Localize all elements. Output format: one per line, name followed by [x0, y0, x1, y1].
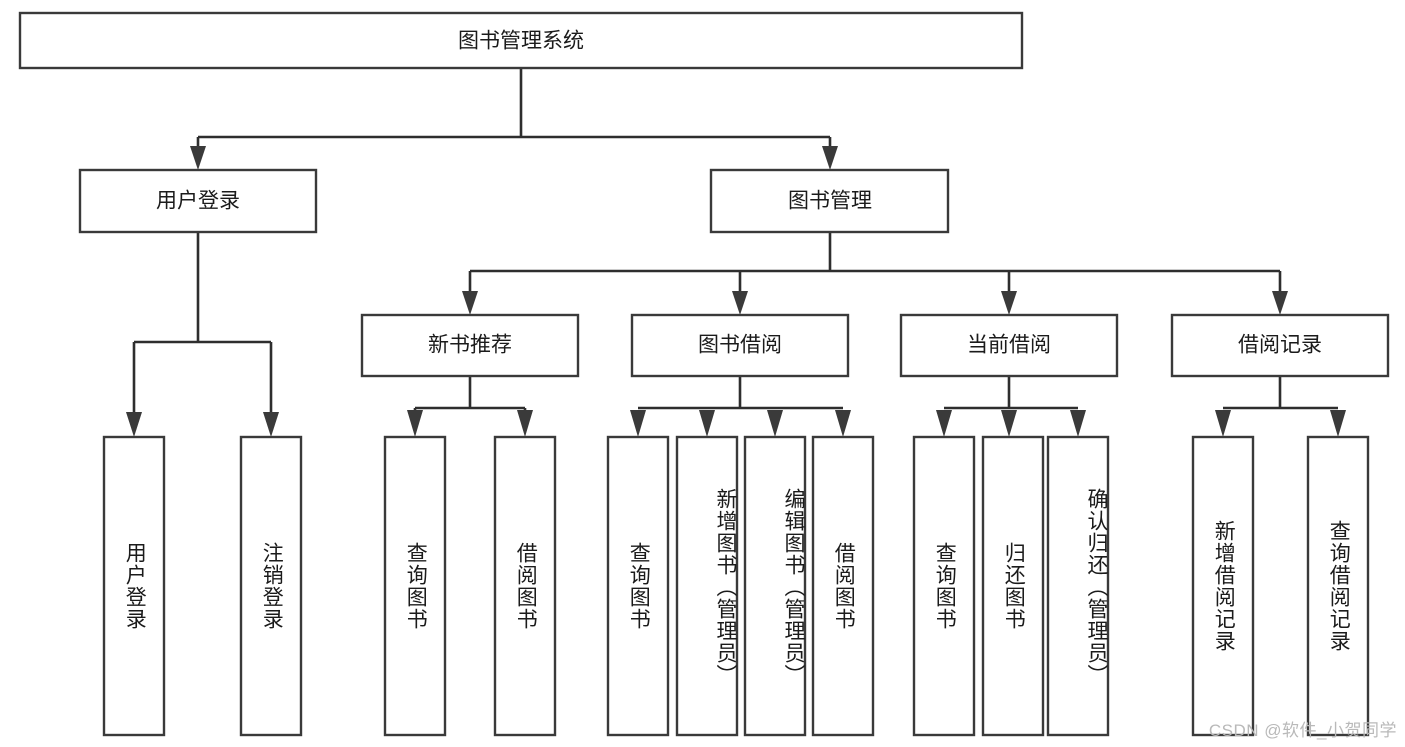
node-leaf-add-record-box[interactable] — [1191, 435, 1255, 737]
arrow-head-leaf-user-logout — [263, 412, 279, 437]
arrow-head-leaf-query-book-3 — [936, 410, 952, 437]
node-new-book-recommend-box[interactable] — [360, 313, 580, 378]
arrow-head-leaf-add-record — [1215, 410, 1231, 437]
node-user-login-box[interactable] — [78, 168, 318, 234]
node-borrow-record-label: 借阅记录 — [1238, 334, 1322, 357]
arrow-head-leaf-add-book — [699, 410, 715, 437]
node-leaf-add-book-box[interactable] — [675, 435, 739, 737]
arrow-head-borrow-record — [1272, 291, 1288, 315]
node-current-borrow[interactable]: 当前借阅 — [899, 313, 1119, 378]
node-book-borrow-label: 图书借阅 — [698, 334, 782, 357]
arrow-head-new-book-recommend — [462, 291, 478, 315]
arrow-head-leaf-borrow-book-1 — [517, 410, 533, 437]
leaf-boxes — [102, 435, 1370, 737]
node-book-borrow-box[interactable] — [630, 313, 850, 378]
node-root[interactable]: 图书管理系统 — [18, 11, 1024, 70]
node-borrow-record[interactable]: 借阅记录 — [1170, 313, 1390, 378]
arrow-head-leaf-user-login — [126, 412, 142, 437]
node-leaf-query-record-box[interactable] — [1306, 435, 1370, 737]
arrow-head-leaf-query-record — [1330, 410, 1346, 437]
node-leaf-borrow-book-2-box[interactable] — [811, 435, 875, 737]
connectors-book-borrow-to-leaves — [630, 376, 851, 437]
node-leaf-return-book-box[interactable] — [981, 435, 1045, 737]
node-leaf-user-login-box[interactable] — [102, 435, 166, 737]
node-leaf-user-logout-box[interactable] — [239, 435, 303, 737]
arrow-head-leaf-edit-book — [767, 410, 783, 437]
arrow-head-leaf-confirm-return — [1070, 410, 1086, 437]
arrow-head-leaf-query-book-2 — [630, 410, 646, 437]
node-leaf-query-book-1-box[interactable] — [383, 435, 447, 737]
connectors-borrow-record-to-leaves — [1215, 376, 1346, 437]
node-book-borrow[interactable]: 图书借阅 — [630, 313, 850, 378]
node-user-login-label: 用户登录 — [156, 190, 240, 213]
node-leaf-query-book-2-box[interactable] — [606, 435, 670, 737]
node-book-management-box[interactable] — [709, 168, 950, 234]
node-leaf-borrow-book-1-box[interactable] — [493, 435, 557, 737]
node-new-book-recommend-label: 新书推荐 — [428, 334, 512, 357]
node-root-label: 图书管理系统 — [458, 30, 584, 53]
node-user-login[interactable]: 用户登录 — [78, 168, 318, 234]
node-borrow-record-box[interactable] — [1170, 313, 1390, 378]
node-book-management[interactable]: 图书管理 — [709, 168, 950, 234]
connectors-book-management-to-level3 — [462, 232, 1288, 315]
connectors-root-to-level2 — [190, 68, 838, 170]
arrow-head-book-borrow — [732, 291, 748, 315]
watermark: CSDN @软件_小贺同学 — [1208, 721, 1397, 740]
arrow-head-book-management — [822, 146, 838, 170]
node-leaf-confirm-return-box[interactable] — [1046, 435, 1110, 737]
node-current-borrow-box[interactable] — [899, 313, 1119, 378]
connectors-current-borrow-to-leaves — [936, 376, 1086, 437]
connectors-new-book-recommend-to-leaves — [407, 376, 533, 437]
node-book-management-label: 图书管理 — [788, 190, 872, 213]
arrow-head-current-borrow — [1001, 291, 1017, 315]
node-new-book-recommend[interactable]: 新书推荐 — [360, 313, 580, 378]
node-root-box[interactable] — [18, 11, 1024, 70]
node-leaf-query-book-3-box[interactable] — [912, 435, 976, 737]
arrow-head-leaf-borrow-book-2 — [835, 410, 851, 437]
node-current-borrow-label: 当前借阅 — [967, 334, 1051, 357]
arrow-head-leaf-return-book — [1001, 410, 1017, 437]
connectors-user-login-to-leaves — [126, 232, 279, 437]
arrow-head-user-login — [190, 146, 206, 170]
node-leaf-edit-book-box[interactable] — [743, 435, 807, 737]
arrow-head-leaf-query-book-1 — [407, 410, 423, 437]
